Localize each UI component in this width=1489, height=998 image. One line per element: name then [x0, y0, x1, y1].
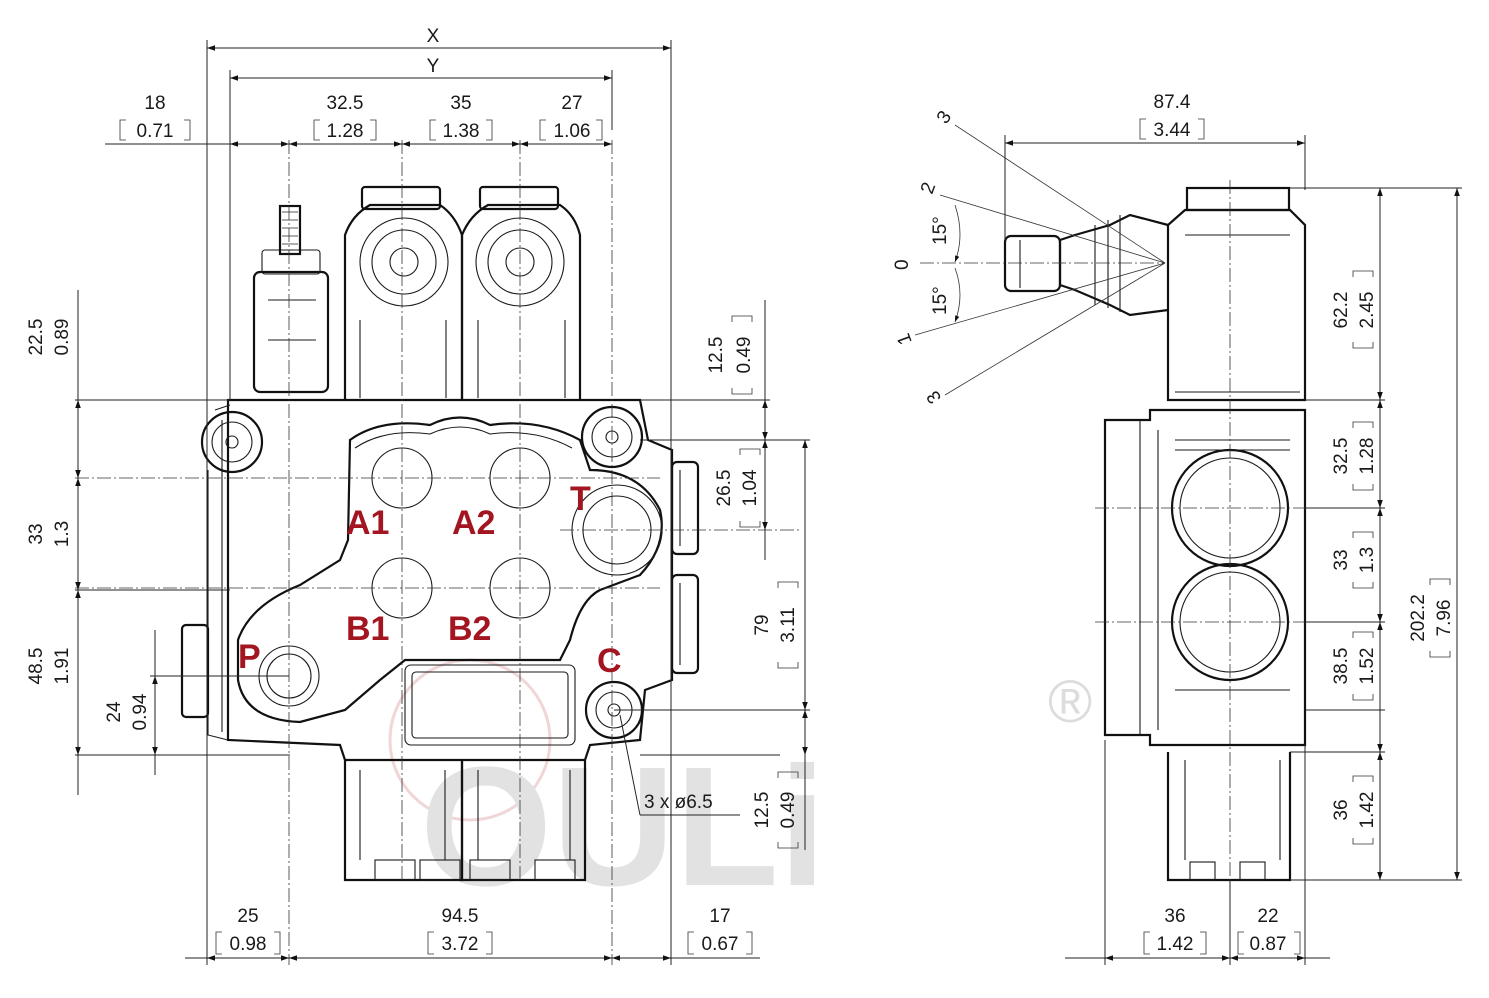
side-dim-bottom-2: 22: [1257, 906, 1278, 927]
dim-left-1: 22.5: [26, 319, 47, 356]
dim-top-4-inch: 1.06: [554, 121, 591, 142]
port-b2-label: B2: [448, 610, 491, 648]
port-c-label: C: [597, 642, 622, 680]
dim-top-1: 18: [144, 93, 165, 114]
side-dim-total-inch: 7.96: [1434, 600, 1455, 637]
side-center-lines: [920, 180, 1320, 890]
dim-right-3: 79: [752, 614, 773, 635]
dim-right-4-inch: 0.49: [778, 792, 799, 829]
side-dim-right-5-inch: 1.42: [1357, 792, 1378, 829]
side-dim-right-1-inch: 2.45: [1357, 292, 1378, 329]
dim-right-2-inch: 1.04: [740, 469, 761, 506]
dim-left-2: 33: [26, 523, 47, 544]
side-dim-right-4: 38.5: [1331, 648, 1352, 685]
front-center-lines: [75, 140, 800, 965]
dim-bottom-3-inch: 0.67: [702, 934, 739, 955]
dim-top-2-inch: 1.28: [327, 121, 364, 142]
lever-pos-0: 0: [892, 259, 913, 270]
dim-bottom-2-inch: 3.72: [442, 934, 479, 955]
dim-right-2: 26.5: [714, 470, 735, 507]
dim-top-4: 27: [561, 93, 582, 114]
side-dim-right-1: 62.2: [1331, 292, 1352, 329]
side-dim-top-inch: 3.44: [1154, 120, 1191, 141]
dim-left-4: 24: [104, 701, 125, 723]
side-dim-bottom-1: 36: [1164, 906, 1185, 927]
lever-pos-3-bottom: 3: [923, 386, 946, 407]
dim-bottom-3: 17: [709, 906, 730, 927]
port-a2-label: A2: [452, 504, 495, 542]
lever-pos-1: 1: [893, 330, 916, 347]
dim-left-3: 48.5: [26, 648, 47, 685]
dim-top-3-inch: 1.38: [443, 121, 480, 142]
dim-left-4-inch: 0.94: [130, 693, 151, 730]
dim-y-label: Y: [427, 56, 440, 77]
dim-bottom-1-inch: 0.98: [230, 934, 267, 955]
side-dimensions: 87.4 3.44 62.2 2.45 32.5 1.28 33 1.3 38.…: [1004, 92, 1462, 965]
side-dim-total: 202.2: [1408, 594, 1429, 642]
side-dim-right-3: 33: [1331, 549, 1352, 570]
side-dim-right-3-inch: 1.3: [1357, 547, 1378, 573]
dim-top-3: 35: [450, 93, 471, 114]
watermark-text: OULi: [420, 732, 826, 922]
lever-angle-lines: 3 2 0 1 3 15° 15°: [892, 107, 1166, 407]
dim-bottom-1: 25: [237, 906, 258, 927]
front-dimensions: X Y 18 0.71 32.5 1.28 35 1.38 27 1.06: [26, 26, 810, 965]
side-dim-right-5: 36: [1331, 799, 1352, 820]
dim-right-1-inch: 0.49: [734, 337, 755, 374]
port-b1-label: B1: [346, 610, 389, 648]
dim-right-3-inch: 3.11: [778, 607, 799, 643]
lever-pos-2: 2: [917, 180, 940, 197]
side-dim-top: 87.4: [1154, 92, 1191, 113]
dim-left-3-inch: 1.91: [52, 648, 73, 685]
dim-right-1: 12.5: [706, 337, 727, 374]
angle-upper: 15°: [930, 216, 951, 245]
watermark: OULi ®: [388, 658, 1092, 922]
holes-note: 3 x ø6.5: [644, 792, 713, 813]
dim-right-4: 12.5: [752, 792, 773, 829]
dim-top-2: 32.5: [327, 93, 364, 114]
dim-top-1-inch: 0.71: [137, 121, 174, 142]
side-dim-right-4-inch: 1.52: [1357, 648, 1378, 685]
port-labels: A1 A2 T B1 B2 P C: [238, 480, 622, 680]
angle-lower: 15°: [930, 286, 951, 315]
side-dim-bottom-2-inch: 0.87: [1250, 934, 1287, 955]
port-a1-label: A1: [346, 504, 389, 542]
dim-left-2-inch: 1.3: [52, 521, 73, 547]
dim-x-label: X: [427, 26, 440, 47]
side-valve-body: [1003, 186, 1307, 882]
side-dim-bottom-1-inch: 1.42: [1157, 934, 1194, 955]
port-p-label: P: [238, 638, 261, 676]
side-dim-right-2: 32.5: [1331, 438, 1352, 475]
lever-pos-3-top: 3: [933, 107, 956, 128]
dim-left-1-inch: 0.89: [52, 319, 73, 356]
watermark-mark: ®: [1048, 668, 1092, 735]
dim-bottom-2: 94.5: [442, 906, 479, 927]
side-dim-right-2-inch: 1.28: [1357, 438, 1378, 475]
port-t-label: T: [570, 480, 591, 518]
